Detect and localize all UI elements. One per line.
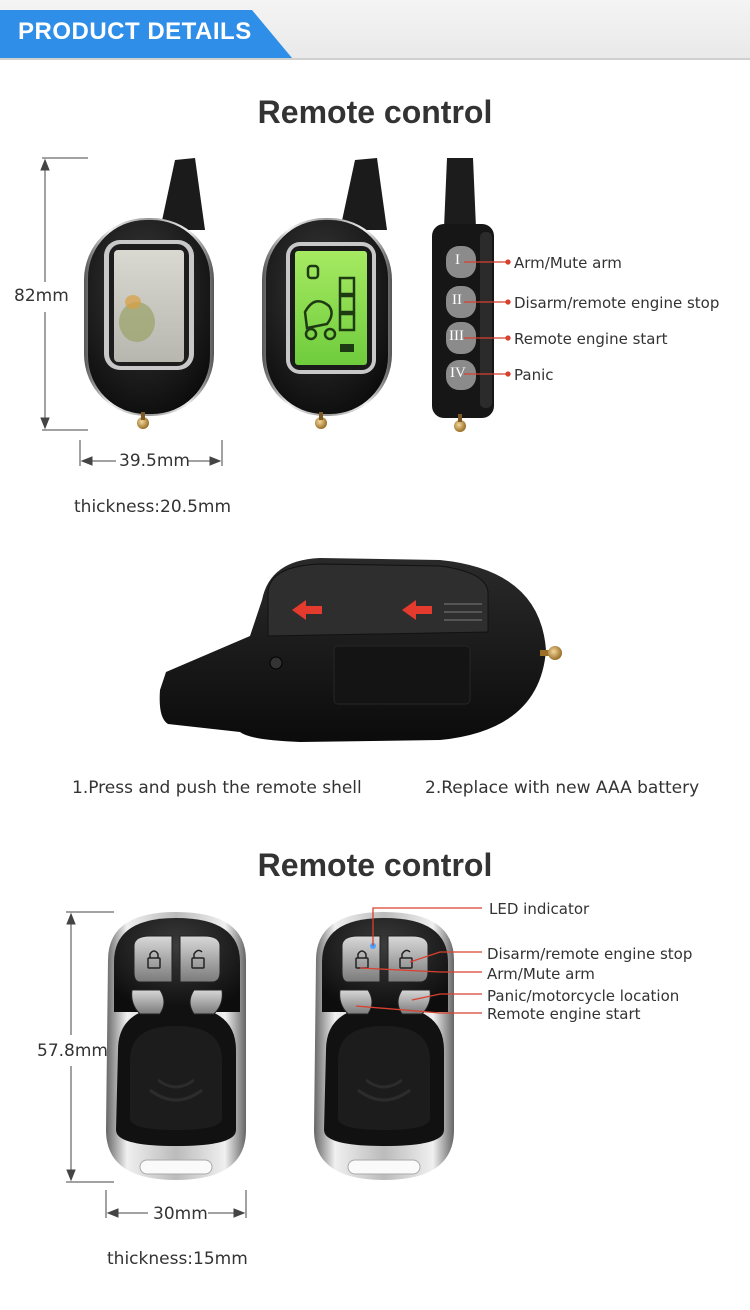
callout-fob-arm: Arm/Mute arm xyxy=(487,965,595,983)
button-mark-4: IV xyxy=(450,365,466,381)
callout-disarm: Disarm/remote engine stop xyxy=(514,294,720,312)
callout-arm-mute: Arm/Mute arm xyxy=(514,254,622,272)
header-title: PRODUCT DETAILS xyxy=(18,18,252,45)
callout-fob-disarm: Disarm/remote engine stop xyxy=(487,945,693,963)
fob-height-label: 57.8mm xyxy=(37,1041,108,1061)
fob-width-dimension xyxy=(105,1190,247,1218)
slide-arrows xyxy=(292,600,432,620)
callout-panic: Panic xyxy=(514,366,554,384)
battery-step-2: 2.Replace with new AAA battery xyxy=(425,778,700,798)
remote-front-lcd-on xyxy=(262,158,392,429)
width-label: 39.5mm xyxy=(119,451,190,471)
section1-title: Remote control xyxy=(257,94,493,130)
height-label: 82mm xyxy=(14,286,69,306)
callout-fob-panic: Panic/motorcycle location xyxy=(487,987,680,1005)
width-dimension xyxy=(79,440,223,466)
callout-fob-engine-start: Remote engine start xyxy=(487,1005,641,1023)
button-callouts xyxy=(464,259,511,377)
section2-title: Remote control xyxy=(257,847,493,883)
button-mark-1: I xyxy=(455,252,460,268)
keyfob-2 xyxy=(314,912,454,1180)
fob-thickness-label: thickness:15mm xyxy=(107,1249,248,1269)
button-mark-3: III xyxy=(449,328,464,344)
remote-lcd-illustration xyxy=(40,157,511,466)
fob-callouts xyxy=(355,907,482,1014)
height-dimension xyxy=(40,157,88,431)
callout-engine-start: Remote engine start xyxy=(514,330,668,348)
fob-height-dimension xyxy=(66,911,114,1183)
keyfob-1 xyxy=(106,912,246,1180)
battery-step-1: 1.Press and push the remote shell xyxy=(72,778,362,798)
header-tag xyxy=(0,10,292,58)
callout-led-indicator: LED indicator xyxy=(489,900,590,918)
remote-front-off xyxy=(84,158,214,429)
fob-width-label: 30mm xyxy=(153,1204,208,1224)
button-mark-2: II xyxy=(452,292,462,308)
battery-illustration xyxy=(159,558,562,742)
remote-side-view xyxy=(432,158,494,432)
thickness-label: thickness:20.5mm xyxy=(74,497,232,517)
